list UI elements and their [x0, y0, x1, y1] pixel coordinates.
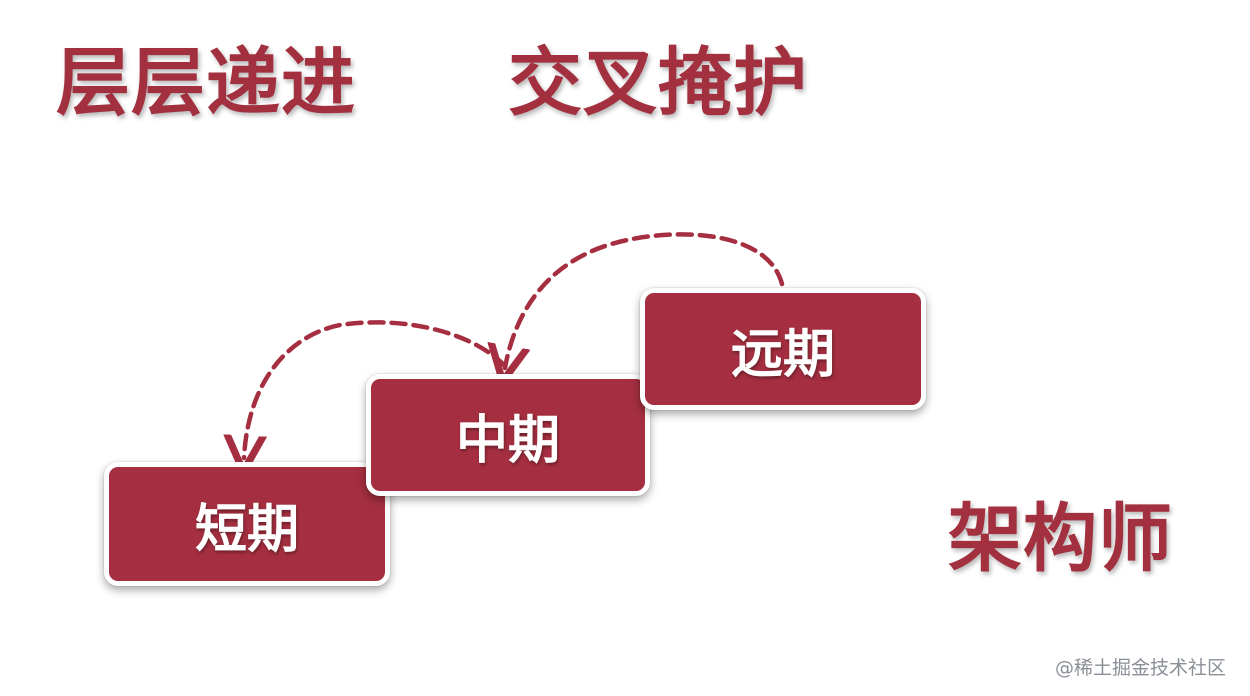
heading-cross-cover: 交叉掩护	[508, 40, 808, 126]
stage-long-term: 远期	[640, 288, 926, 410]
watermark: @稀土掘金技术社区	[1054, 657, 1226, 679]
role-architect: 架构师	[948, 496, 1173, 582]
stage-short-label: 短期	[194, 499, 299, 560]
heading-progressive: 层层递进	[56, 40, 356, 126]
stage-long-label: 远期	[730, 324, 835, 385]
stage-mid-label: 中期	[455, 410, 560, 471]
stage-mid-term: 中期	[366, 374, 650, 496]
stage-short-term: 短期	[104, 462, 390, 586]
